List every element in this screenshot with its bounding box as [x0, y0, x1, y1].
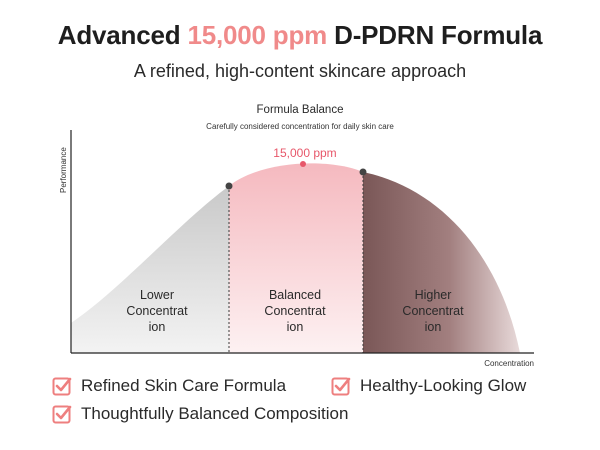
- balanced-zone-label-line: Balanced: [269, 288, 321, 302]
- y-axis-label: Performance: [59, 147, 68, 193]
- page-title: Advanced 15,000 ppm D-PDRN Formula: [0, 20, 600, 51]
- feature-item: Refined Skin Care Formula: [52, 376, 286, 396]
- peak-label: 15,000 ppm: [273, 146, 336, 160]
- chart-subtitle: Carefully considered concentration for d…: [206, 122, 394, 131]
- page-subtitle: A refined, high-content skincare approac…: [133, 61, 467, 81]
- higher-concentration-zone: [363, 172, 520, 353]
- balanced-zone-label-line: Concentrat: [264, 304, 326, 318]
- lower-zone-label: Lower Concentrat ion: [126, 288, 188, 334]
- checkbox-check-icon: [331, 377, 351, 396]
- lower-zone-label-line: Concentrat: [126, 304, 188, 318]
- lower-concentration-zone: [71, 186, 229, 353]
- higher-zone-label-line: Concentrat: [402, 304, 464, 318]
- feature-item: Healthy-Looking Glow: [331, 376, 526, 396]
- balanced-zone-label-line: ion: [287, 320, 304, 334]
- peak-marker: [300, 161, 306, 167]
- higher-zone-label-line: Higher: [415, 288, 452, 302]
- feature-item: Thoughtfully Balanced Composition: [52, 404, 348, 424]
- feature-label: Refined Skin Care Formula: [81, 376, 287, 395]
- feature-label: Healthy-Looking Glow: [360, 376, 527, 395]
- checkbox-check-icon: [52, 405, 72, 424]
- higher-zone-label-line: ion: [425, 320, 442, 334]
- title-suffix: D-PDRN Formula: [327, 20, 543, 50]
- chart-title: Formula Balance: [256, 104, 344, 116]
- balanced-concentration-zone: [229, 163, 363, 353]
- x-axis-label: Concentration: [484, 359, 534, 368]
- lower-zone-label-line: ion: [149, 320, 166, 334]
- title-accent: 15,000 ppm: [187, 20, 328, 50]
- right-boundary-marker: [359, 168, 367, 176]
- balanced-zone-label: Balanced Concentrat ion: [264, 288, 326, 334]
- checkbox-check-icon: [52, 377, 72, 396]
- feature-label: Thoughtfully Balanced Composition: [81, 404, 349, 423]
- title-prefix: Advanced: [57, 20, 188, 50]
- lower-zone-label-line: Lower: [140, 288, 174, 302]
- higher-zone-label: Higher Concentrat ion: [402, 288, 464, 334]
- left-boundary-marker: [225, 182, 233, 190]
